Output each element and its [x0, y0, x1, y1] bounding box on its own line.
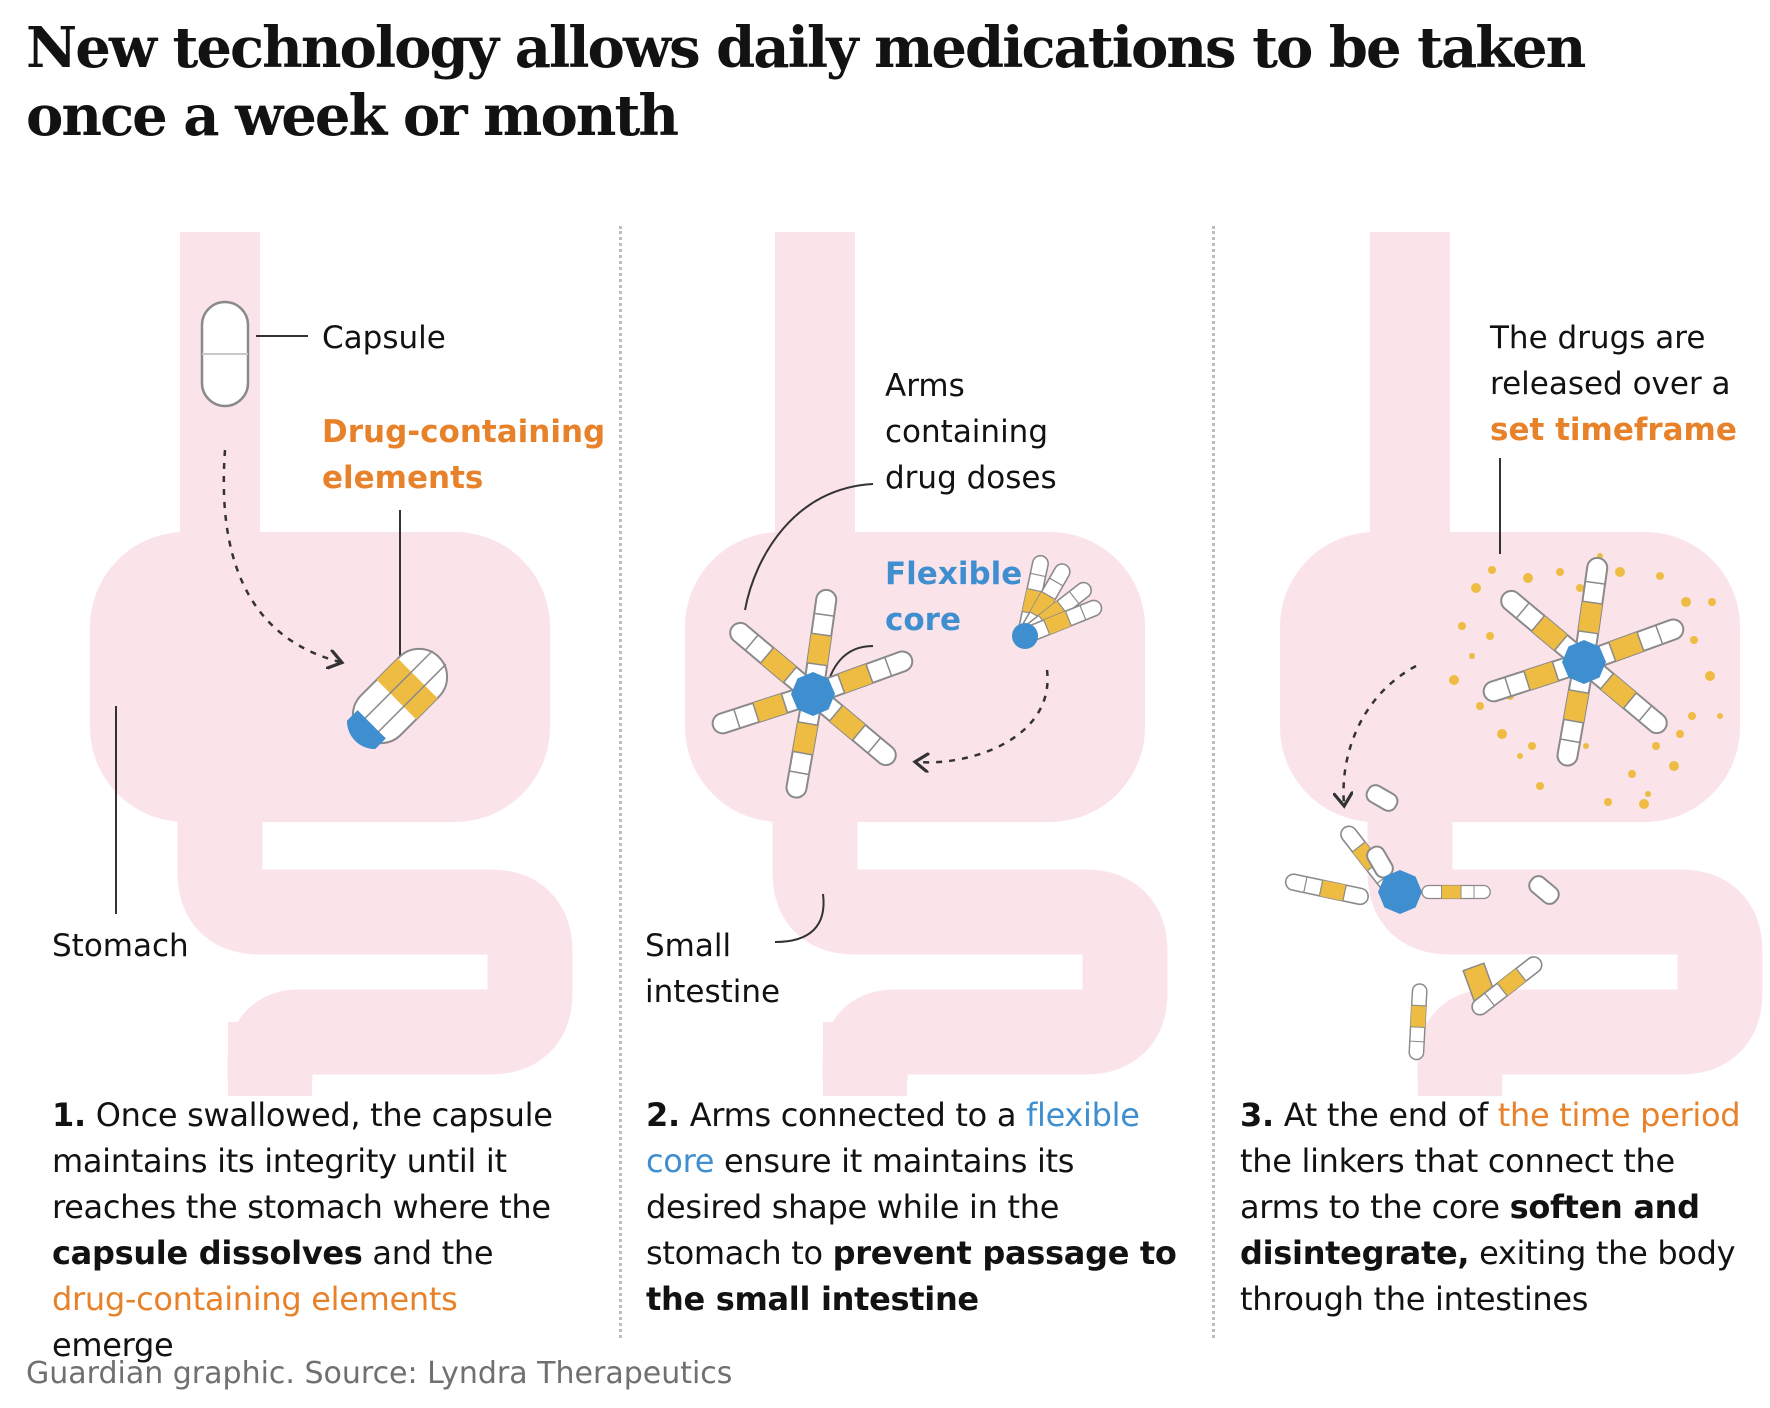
caption-1-text-c: emerge — [52, 1326, 174, 1364]
label-release-2: released over a — [1490, 366, 1731, 402]
caption-1-highlight: drug-containing elements — [52, 1280, 458, 1318]
caption-2-text-a: Arms connected to a — [679, 1096, 1027, 1134]
caption-1-text-b: and the — [362, 1234, 494, 1272]
caption-3-text-a: At the end of — [1273, 1096, 1498, 1134]
label-arms-3: drug doses — [885, 460, 1057, 496]
caption-2-text-b: ensure it maintains its desired shape wh… — [646, 1142, 1075, 1272]
step-number-1: 1. — [52, 1096, 86, 1134]
panel-1-illustration: Capsule Drug-containing elements Stomach — [50, 226, 605, 1090]
caption-2-highlight: flexible core — [646, 1096, 1140, 1180]
folded-arms-icon — [1012, 553, 1105, 649]
step-number-2: 2. — [646, 1096, 680, 1134]
deployed-star-icon — [709, 587, 917, 801]
caption-step-3: 3. At the end of the time period the lin… — [1240, 1092, 1760, 1322]
unfold-arrow-icon — [917, 669, 1049, 762]
caption-3-highlight: the time period — [1497, 1096, 1741, 1134]
caption-step-1: 1. Once swallowed, the capsule maintains… — [52, 1092, 572, 1368]
graphic-title: New technology allows daily medications … — [26, 15, 1586, 149]
label-release-1: The drugs are — [1489, 320, 1705, 356]
step-number-3: 3. — [1240, 1096, 1274, 1134]
label-drug-elements-1: Drug-containing — [322, 414, 605, 450]
source-credit: Guardian graphic. Source: Lyndra Therape… — [26, 1356, 733, 1391]
disintegrated-pieces — [1283, 781, 1564, 1061]
label-capsule: Capsule — [322, 320, 446, 356]
disintegrate-arrow-icon — [1344, 664, 1417, 804]
panel-3-illustration: The drugs are released over a set timefr… — [1240, 226, 1770, 1090]
label-arms-1: Arms — [885, 368, 965, 404]
label-drug-elements-2: elements — [322, 460, 483, 496]
releasing-star-icon — [1480, 555, 1688, 769]
caption-3-bold: soften and disintegrate, — [1240, 1188, 1700, 1272]
label-flexible-core-2: core — [885, 602, 961, 638]
column-divider-2 — [1212, 226, 1215, 1338]
label-small-intestine-2: intestine — [645, 974, 780, 1010]
label-release-3: set timeframe — [1490, 412, 1737, 448]
swallow-path-arrow-icon — [222, 449, 340, 662]
caption-step-2: 2. Arms connected to a flexible core ens… — [646, 1092, 1186, 1322]
caption-3-text-b: the linkers that connect the arms to the… — [1240, 1142, 1675, 1226]
caption-2-bold: prevent passage to the small intestine — [646, 1234, 1177, 1318]
label-stomach: Stomach — [52, 928, 189, 964]
label-flexible-core-1: Flexible — [885, 556, 1022, 592]
caption-1-text-a: Once swallowed, the capsule maintains it… — [52, 1096, 553, 1226]
panel-2-illustration: Arms containing drug doses Flexible core… — [645, 226, 1235, 1090]
released-drug-particles — [1449, 553, 1723, 809]
caption-1-bold: capsule dissolves — [52, 1234, 363, 1272]
label-arms-2: containing — [885, 414, 1048, 450]
caption-3-text-c: exiting the body through the intestines — [1240, 1234, 1736, 1318]
capsule-icon — [200, 300, 250, 408]
folded-drug-elements-icon — [346, 647, 449, 750]
label-small-intestine-1: Small — [645, 928, 731, 964]
column-divider-1 — [619, 226, 622, 1338]
